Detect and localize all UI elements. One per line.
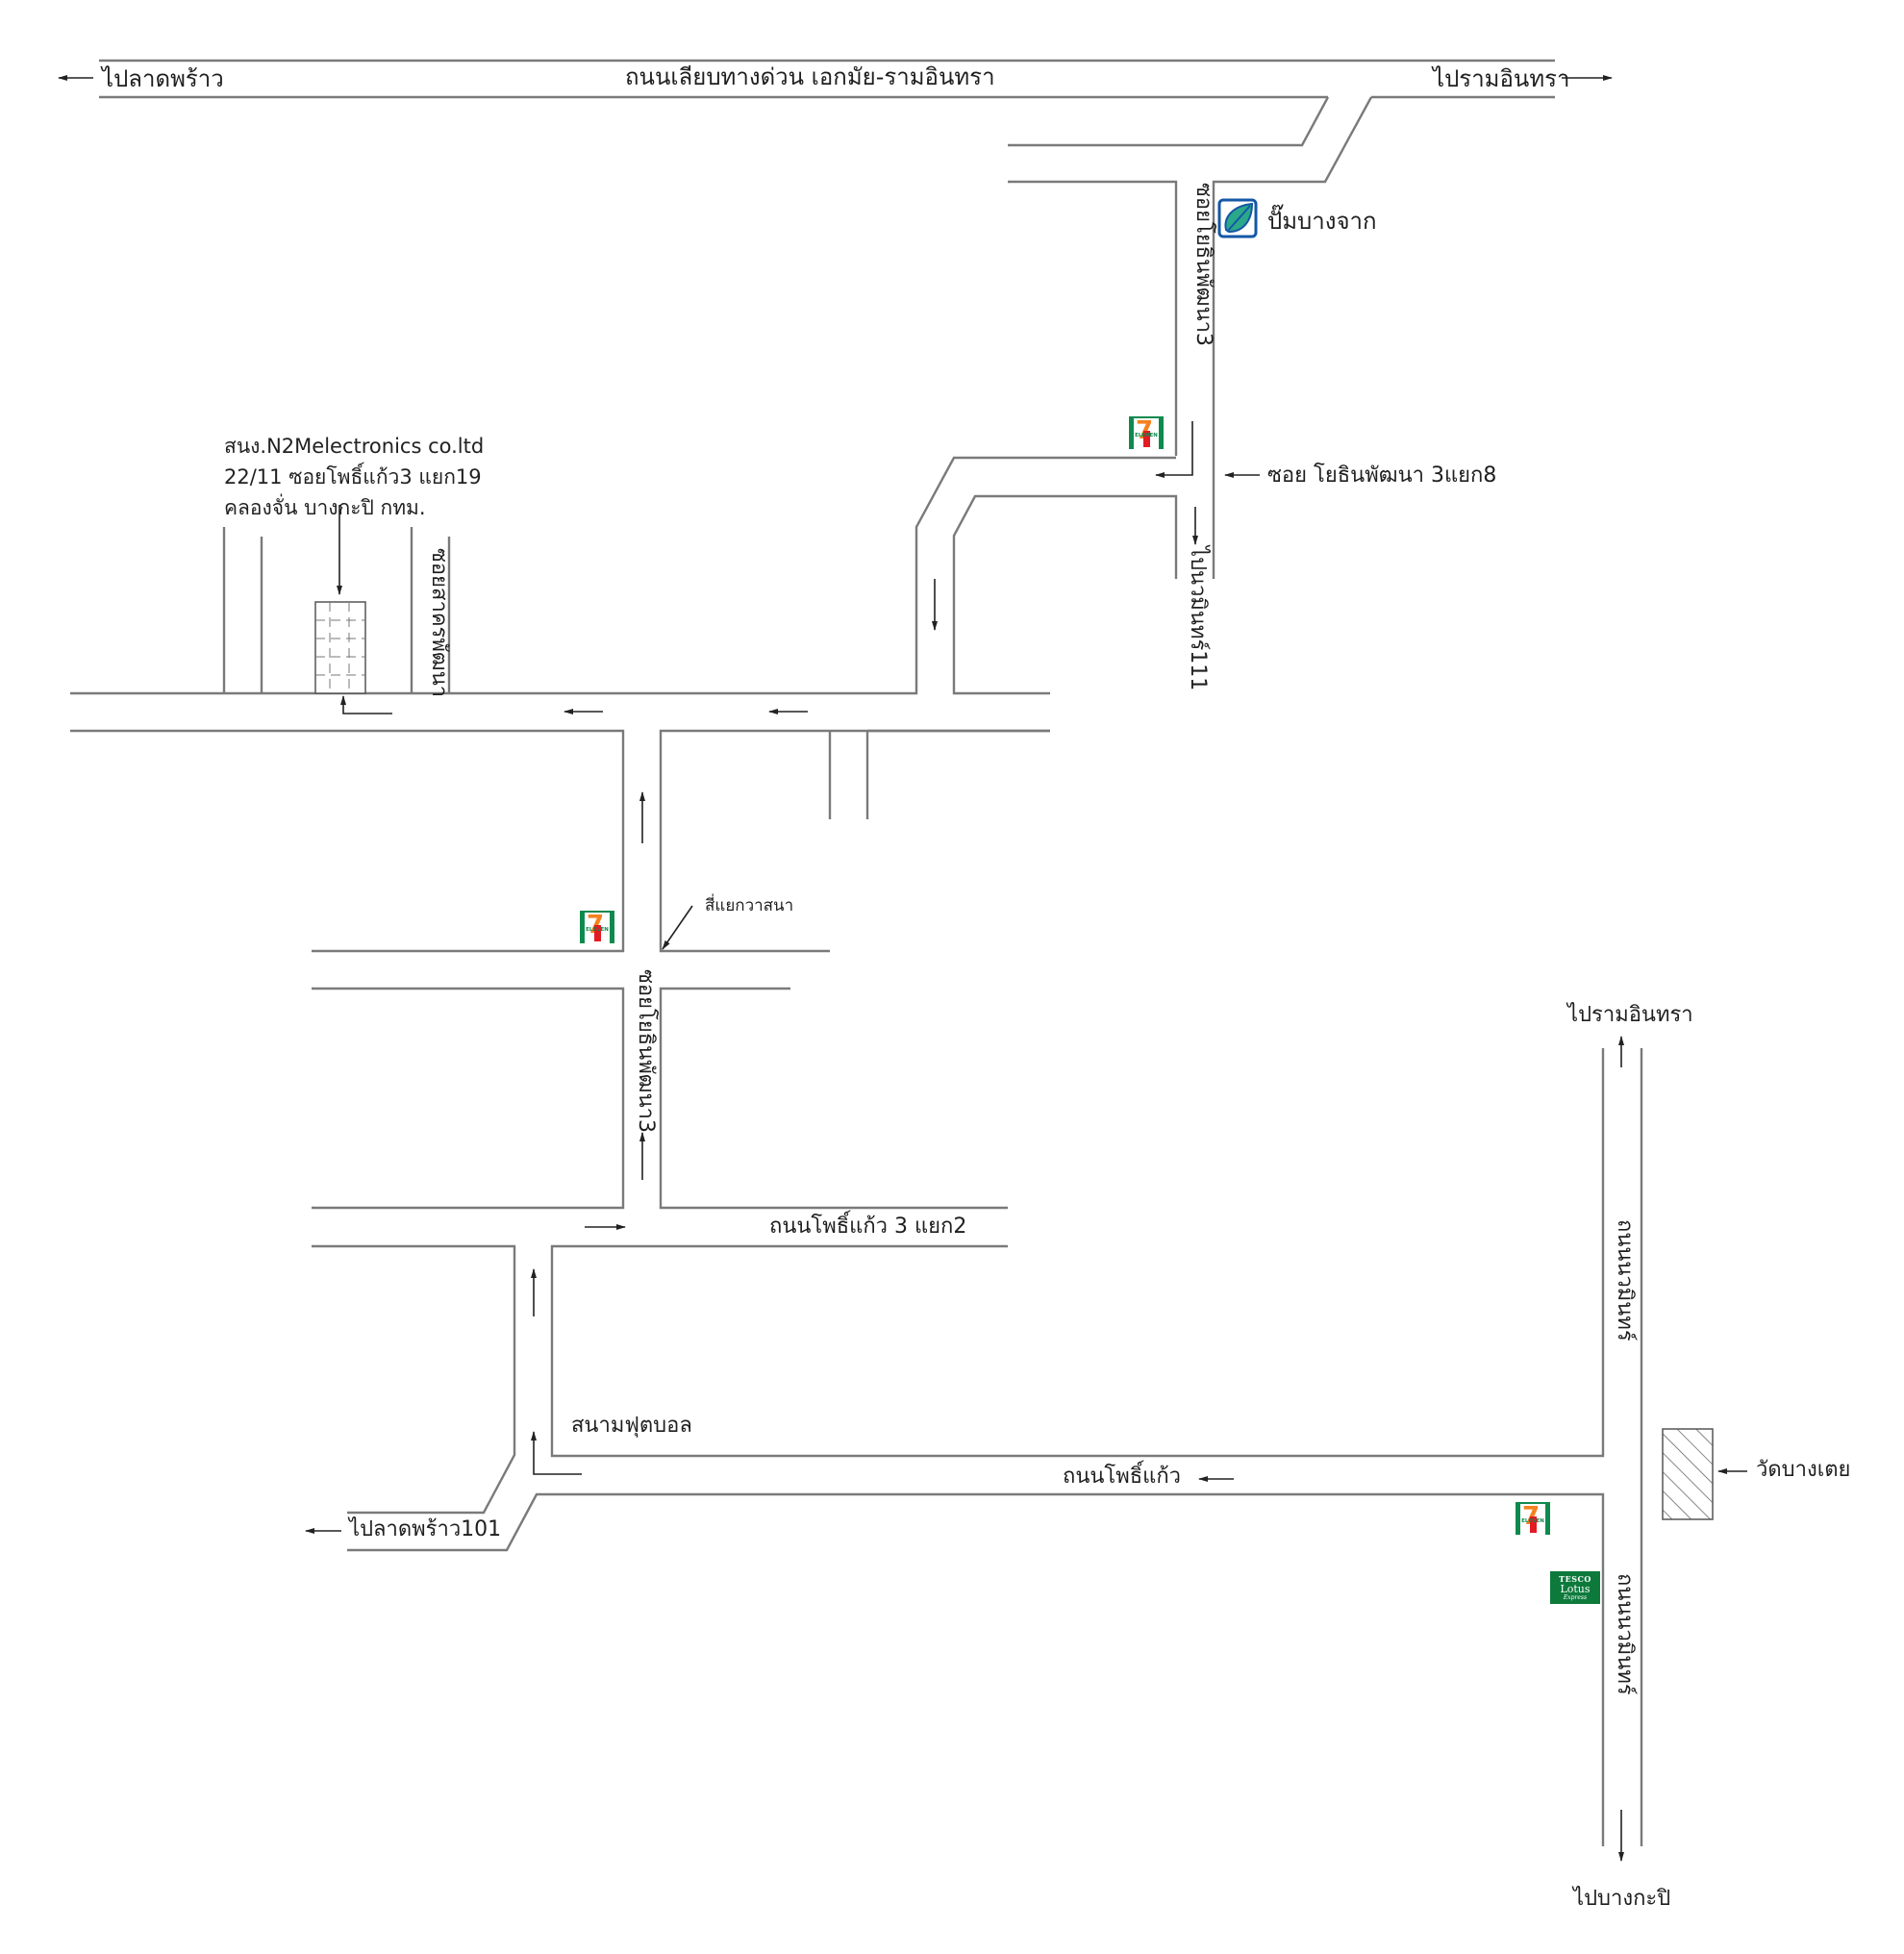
bangchak-logo-icon [1217,198,1258,238]
arrow-north-football-2 [531,1431,582,1475]
label-to-ladprao-101: ไปลาดพร้าว101 [349,1517,502,1541]
office-building-icon [314,601,366,694]
upper-left-sois [222,527,451,693]
main-road-lower [70,729,1050,953]
soi-yothin-lower-road [312,987,1643,1846]
label-football-field: สนามฟุตบอล [571,1414,692,1438]
label-to-ladprao: ไปลาดพร้าว [102,65,224,92]
label-soi-yothin-upper: ซอยโยธินพัฒนา3 [1191,183,1215,346]
label-phokaew3-2: ถนนโพธิ์แก้ว 3 แยก2 [769,1215,967,1239]
label-wasana-junction: สี่แยกวาสนา [705,896,794,915]
address-line-3: คลองจั่น บางกะปิ กทม. [224,496,426,519]
label-soi-yothin-lower: ซอยโยธินพัฒนา3 [634,969,658,1133]
arrow-wasana-pointer [662,905,693,950]
label-to-ramintra-right: ไปรามอินทรา [1567,1003,1693,1027]
temple-hatched-area [1662,1428,1714,1520]
tesco-lotus-logo-icon: TESCO Lotus Express [1550,1571,1600,1604]
seven-eleven-logo-icon: 7 ELEVEN [1129,416,1164,449]
address-line-1: สนง.N2Melectronics co.ltd [224,435,485,458]
arrow-soi8-turn [1155,421,1193,478]
service-road [1008,96,1373,579]
soi-yothin-8-road [70,456,1178,695]
seven-eleven-logo-icon: 7 ELEVEN [580,911,614,943]
label-phokaew: ถนนโพธิ์แก้ว [1063,1465,1181,1489]
arrow-office-entry [340,695,392,714]
label-nawamin-lower: ถนนนวมินทร์ [1613,1573,1637,1695]
label-expressway: ถนนเลียบทางด่วน เอกมัย-รามอินทรา [625,63,995,90]
expressway-road [99,59,1555,99]
label-bangchak: ปั๊มบางจาก [1267,208,1377,235]
seven-eleven-logo-icon: 7 ELEVEN [1516,1502,1550,1535]
label-to-nawamin-111: ไปนวมินทร์111 [1186,546,1210,691]
label-to-bangkapi: ไปบางกะปิ [1573,1887,1671,1911]
address-line-2: 22/11 ซอยโพธิ์แก้ว3 แยก19 [224,465,482,488]
label-soi-sakhon: ซอยสาครพัฒนา [427,548,451,698]
label-temple: วัดบางเตย [1756,1458,1851,1482]
label-nawamin-upper: ถนนนวมินทร์ [1613,1219,1637,1341]
office-address: สนง.N2Melectronics co.ltd 22/11 ซอยโพธิ์… [224,431,484,523]
label-to-ramintra-top: ไปรามอินทรา [1433,65,1570,92]
label-soi-yothin-8: ซอย โยธินพัฒนา 3แยก8 [1267,463,1497,488]
direction-arrows [58,75,1747,1862]
